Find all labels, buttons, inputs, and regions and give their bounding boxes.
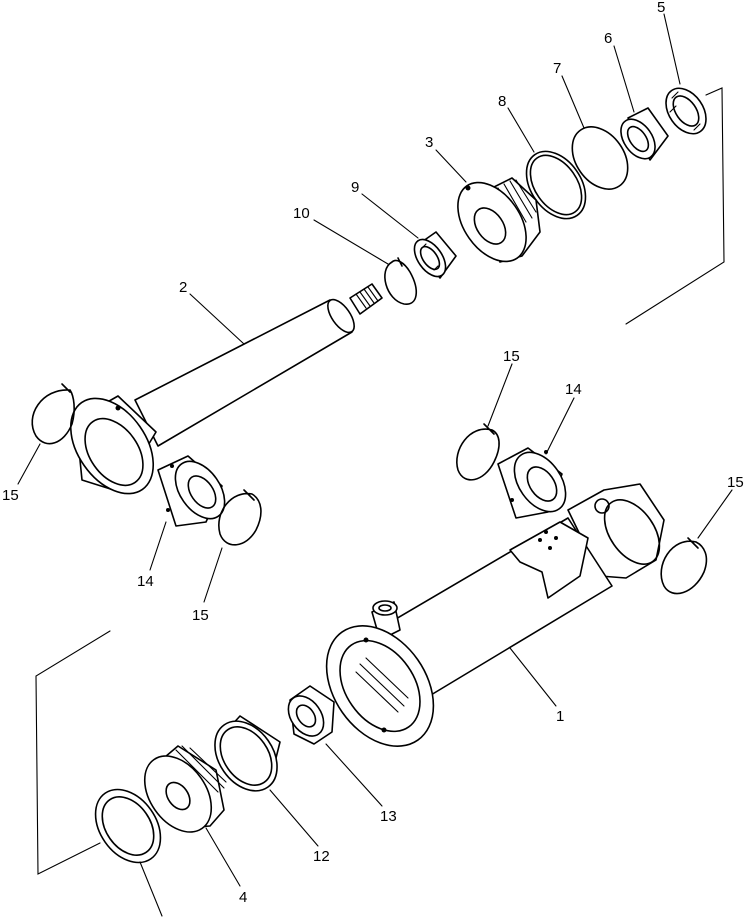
group-bracket-lower — [35, 630, 111, 875]
label-13: 13 — [380, 808, 397, 825]
label-10: 10 — [293, 205, 310, 222]
label-3: 3 — [425, 134, 433, 151]
label-2: 2 — [179, 279, 187, 296]
label-8: 8 — [498, 93, 506, 110]
snap-ring-15-rod-right — [218, 489, 262, 546]
label-15-rod-right: 15 — [192, 607, 209, 624]
label-15-cyl-top: 15 — [503, 348, 520, 365]
snap-ring-15-cyl-top — [456, 423, 500, 481]
label-4: 4 — [239, 889, 247, 906]
label-1: 1 — [556, 708, 564, 725]
snap-ring-15-cyl-right — [660, 537, 708, 595]
label-5: 5 — [657, 0, 665, 16]
piston-4 — [143, 745, 227, 833]
bearing-14-cyl — [497, 447, 567, 519]
label-15-cyl-right: 15 — [727, 474, 744, 491]
label-6: 6 — [604, 30, 612, 47]
nut-13 — [287, 685, 335, 745]
label-9: 9 — [351, 179, 359, 196]
label-15-rod-left: 15 — [2, 487, 19, 504]
piston-rod-2 — [69, 283, 383, 495]
snap-ring-10 — [384, 257, 417, 305]
label-12: 12 — [313, 848, 330, 865]
cylinder-1 — [325, 483, 665, 747]
wear-ring-12 — [214, 715, 281, 792]
group-bracket-upper — [625, 87, 725, 325]
snap-ring-15-rod-left — [31, 383, 75, 445]
bushing-6 — [620, 107, 669, 161]
label-14-rod: 14 — [137, 573, 154, 590]
o-ring-7 — [571, 126, 629, 190]
seal-ring-bottom — [94, 788, 162, 864]
label-14-cyl: 14 — [565, 381, 582, 398]
bushing-5 — [665, 87, 707, 135]
label-7: 7 — [553, 60, 561, 77]
rod-head-3 — [457, 177, 541, 263]
leader-lines — [17, 13, 733, 917]
bearing-14-rod — [157, 455, 226, 527]
packing-9 — [413, 231, 457, 279]
